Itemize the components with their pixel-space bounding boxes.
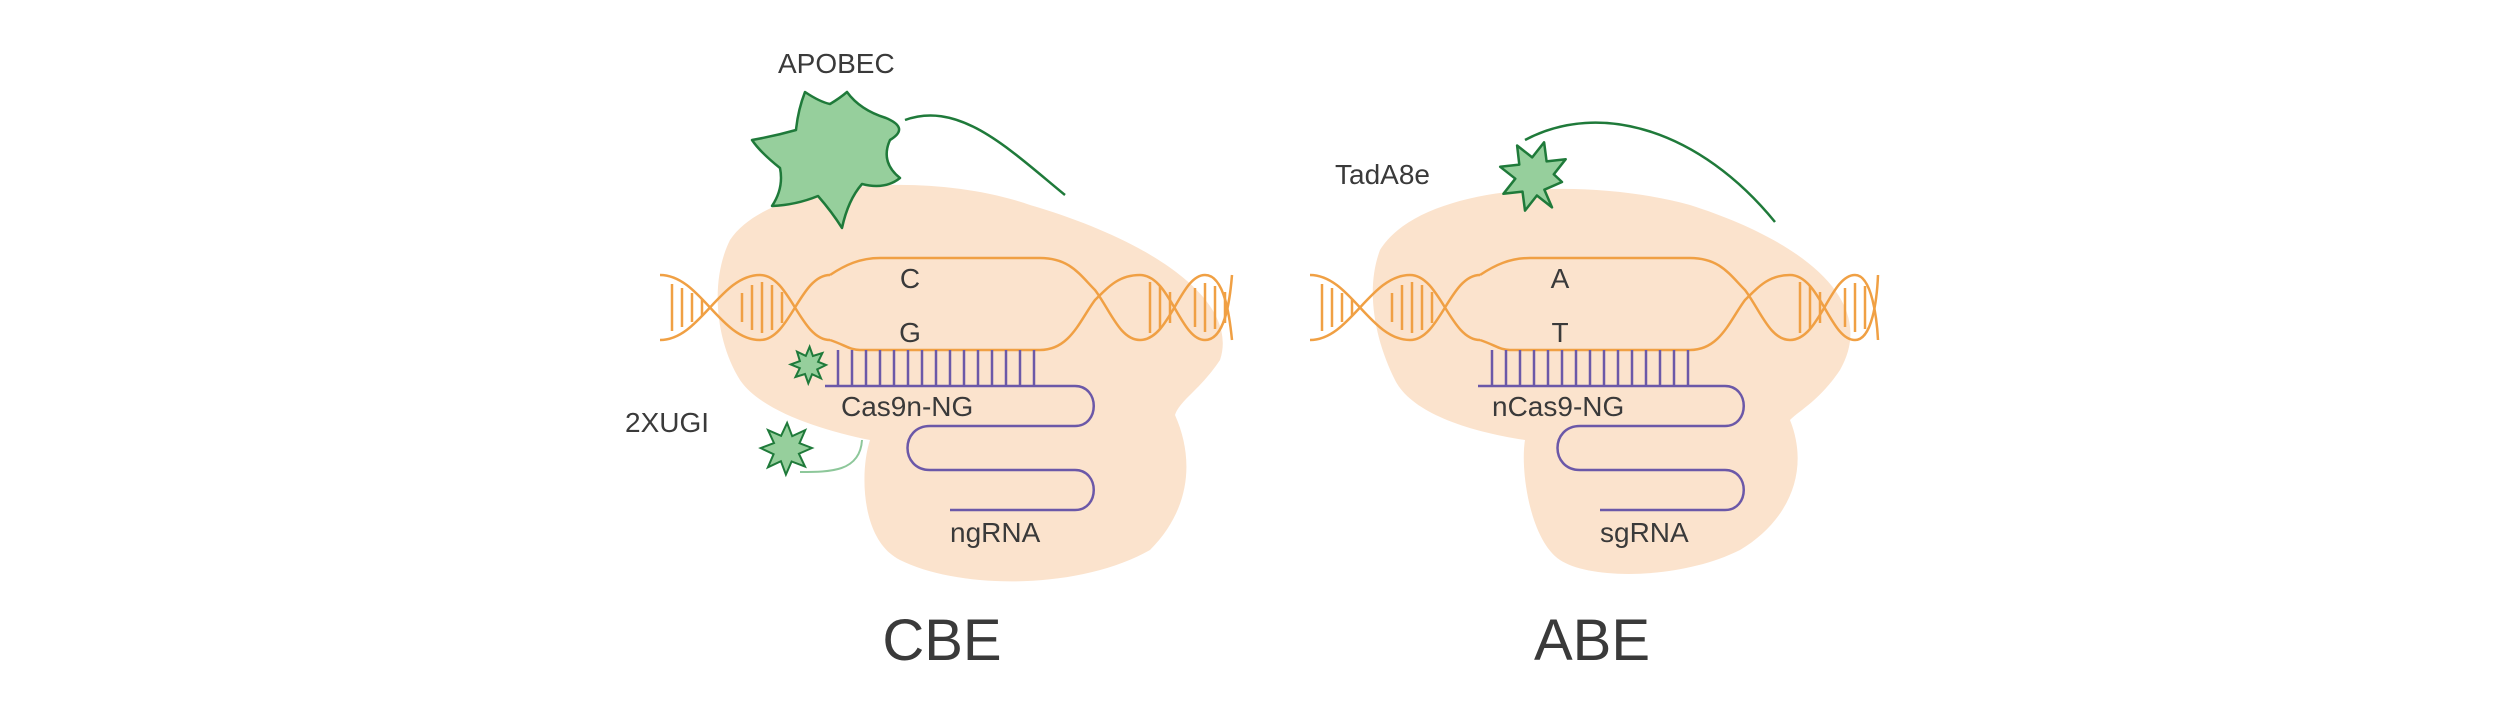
- cbe-title: CBE: [882, 608, 1001, 673]
- cbe-ugi-label: 2XUGI: [625, 407, 709, 438]
- cbe-dna-right-helix: [1139, 273, 1234, 342]
- abe-cas9-protein: [1372, 188, 1851, 574]
- cbe-rna-label: ngRNA: [950, 517, 1041, 548]
- cbe-dna-top-strand: [829, 256, 1141, 342]
- cbe-guide-rna: [825, 350, 1095, 512]
- abe-cas-label: nCas9-NG: [1492, 391, 1624, 422]
- abe-dna-top-strand: [1479, 256, 1791, 342]
- abe-tada-linker: [1524, 121, 1776, 223]
- cbe-ugi-star-small: [787, 344, 829, 387]
- abe-dna-bottom-strand: [1479, 273, 1791, 352]
- cbe-apobec-linker: [904, 114, 1066, 196]
- abe-title: ABE: [1534, 608, 1650, 673]
- cbe-dna-bottom-strand: [829, 273, 1141, 352]
- abe-panel: TadA8e A T nCas9-NG sgRNA ABE: [1309, 121, 1880, 673]
- abe-guide-rna: [1478, 350, 1745, 512]
- abe-dna-right-helix: [1789, 273, 1880, 342]
- abe-base-top: A: [1551, 263, 1570, 294]
- cbe-ugi-star-large: [758, 420, 815, 478]
- abe-dna-left-helix: [1309, 273, 1481, 342]
- abe-rna-label: sgRNA: [1600, 517, 1689, 548]
- cbe-cas-label: Cas9n-NG: [841, 391, 973, 422]
- cbe-apobec-label: APOBEC: [778, 48, 895, 79]
- cbe-cas9-protein: [717, 184, 1223, 582]
- abe-base-bottom: T: [1551, 317, 1568, 348]
- cbe-dna-left-helix: [659, 273, 831, 342]
- cbe-base-bottom: G: [899, 317, 921, 348]
- cbe-base-top: C: [900, 263, 920, 294]
- cbe-apobec-deaminase: [750, 90, 902, 230]
- abe-tada8e-label: TadA8e: [1335, 159, 1430, 190]
- abe-tada8e-deaminase: [1498, 141, 1567, 212]
- cbe-panel: APOBEC C G 2XUGI Cas9n-NG ngRNA CBE: [625, 48, 1234, 673]
- cbe-ugi-linker: [799, 439, 863, 473]
